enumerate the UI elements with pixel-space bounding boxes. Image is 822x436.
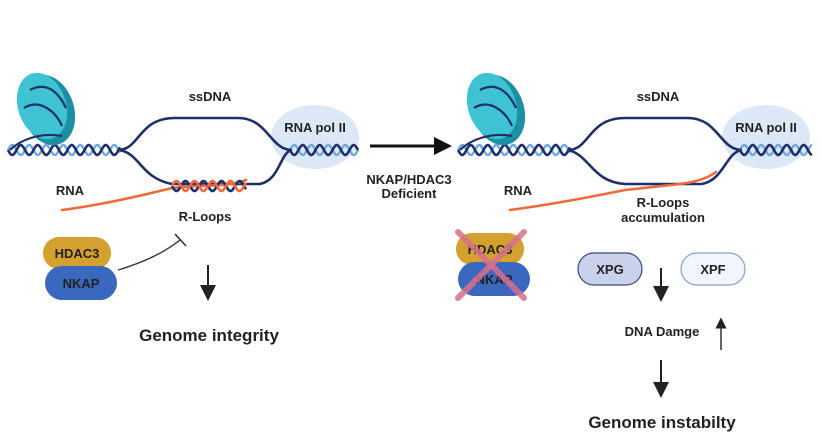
left-rna-pol-label: RNA pol II: [284, 120, 346, 135]
right-dna-helix-right: [738, 143, 813, 157]
right-rna-pol-ii: [722, 105, 810, 169]
left-hdac3-pill: [43, 237, 111, 269]
left-outcome-label: Genome integrity: [139, 326, 279, 345]
left-nkap-pill: [45, 266, 117, 300]
right-rna-strand: [508, 170, 718, 212]
left-panel: ssDNA RNA pol II RNA R-Loops HDAC3 NKAP …: [6, 72, 360, 345]
right-ssdna-strand: [567, 116, 743, 152]
left-hdac3-label: HDAC3: [55, 246, 100, 261]
right-hdac3-pill: [456, 233, 524, 265]
right-xpg-label: XPG: [596, 262, 623, 277]
left-rna-pol-ii: [271, 105, 359, 169]
left-dna-helix-right: [288, 143, 360, 157]
right-dna-helix-left: [456, 143, 572, 157]
left-rloop-hybrid: [170, 179, 248, 193]
left-helix-right-strand-dark: [288, 143, 360, 157]
right-rna-label: RNA: [504, 183, 533, 198]
right-xpf-label: XPF: [700, 262, 725, 277]
left-hybrid-rna: [170, 179, 248, 193]
right-rloops-label-line2: accumulation: [621, 210, 705, 225]
left-rloops-label: R-Loops: [179, 209, 232, 224]
right-rloops-label-line1: R-Loops: [637, 195, 690, 210]
left-rna-label: RNA: [56, 183, 85, 198]
right-panel: ssDNA RNA pol II RNA R-Loops accumulatio…: [455, 72, 813, 432]
left-nucleosome: [9, 72, 76, 151]
right-nucleosome: [459, 72, 526, 151]
left-helix-left-strand-dark: [6, 143, 122, 157]
right-outcome-label: Genome instabilty: [588, 413, 736, 432]
left-inhibition-bar: [174, 233, 187, 247]
transition: NKAP/HDAC3 Deficient: [366, 137, 452, 201]
transition-label-line2: Deficient: [382, 186, 438, 201]
left-dna-helix-left: [6, 143, 122, 157]
left-hybrid-dna: [170, 179, 248, 193]
right-xpg-pill: [577, 252, 643, 286]
right-helix-right-strand-dark: [738, 143, 813, 157]
right-helix-left-strand-dark: [456, 143, 572, 157]
left-template-strand: [117, 148, 293, 186]
left-inhibition-arrow: [117, 239, 181, 271]
right-xpf-pill: [680, 252, 746, 286]
left-ssdna-strand: [117, 116, 293, 152]
right-deficiency-cross-b: [455, 229, 527, 301]
right-ssdna-label: ssDNA: [637, 89, 680, 104]
right-damage-label: DNA Damge: [625, 324, 700, 339]
right-rna-pol-label: RNA pol II: [735, 120, 797, 135]
left-nkap-label: NKAP: [63, 276, 100, 291]
left-ssdna-label: ssDNA: [189, 89, 232, 104]
transition-label-line1: NKAP/HDAC3: [366, 172, 451, 187]
right-template-strand: [567, 148, 743, 186]
